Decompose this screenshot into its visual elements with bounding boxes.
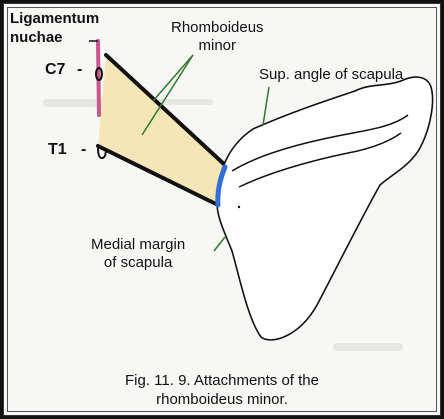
medial-margin-pointer xyxy=(214,237,225,251)
rhomboideus-label-line2: minor xyxy=(171,37,264,55)
ligamentum-nuchae-label: Ligamentum nuchae xyxy=(10,9,99,47)
t1-label: T1 xyxy=(48,141,67,159)
caption-line2: rhomboideus minor. xyxy=(3,390,441,409)
rhomboideus-minor-label: Rhomboideus minor xyxy=(171,19,264,55)
rhomboideus-pointer-1 xyxy=(153,55,193,101)
sup-angle-label: Sup. angle of scapula xyxy=(259,66,403,83)
medial-margin-label-line1: Medial margin xyxy=(91,236,185,254)
ligamentum-label-line1: Ligamentum xyxy=(10,9,99,28)
c7-dash: - xyxy=(77,61,82,79)
ligamentum-nuchae xyxy=(98,41,99,115)
figure-caption: Fig. 11. 9. Attachments of the rhomboide… xyxy=(3,371,441,409)
ligamentum-label-line2: nuchae xyxy=(10,28,99,47)
scapula-dot xyxy=(238,206,240,208)
t1-dash: - xyxy=(81,141,86,159)
scapula-outline xyxy=(217,77,433,340)
rhomboideus-minor-muscle xyxy=(98,55,225,205)
c7-label: C7 xyxy=(45,61,65,79)
caption-line1: Fig. 11. 9. Attachments of the xyxy=(3,371,441,390)
sup-angle-pointer xyxy=(263,87,269,125)
rhomboideus-label-line1: Rhomboideus xyxy=(171,19,264,37)
medial-margin-label: Medial margin of scapula xyxy=(91,236,185,272)
medial-margin-label-line2: of scapula xyxy=(91,254,185,272)
